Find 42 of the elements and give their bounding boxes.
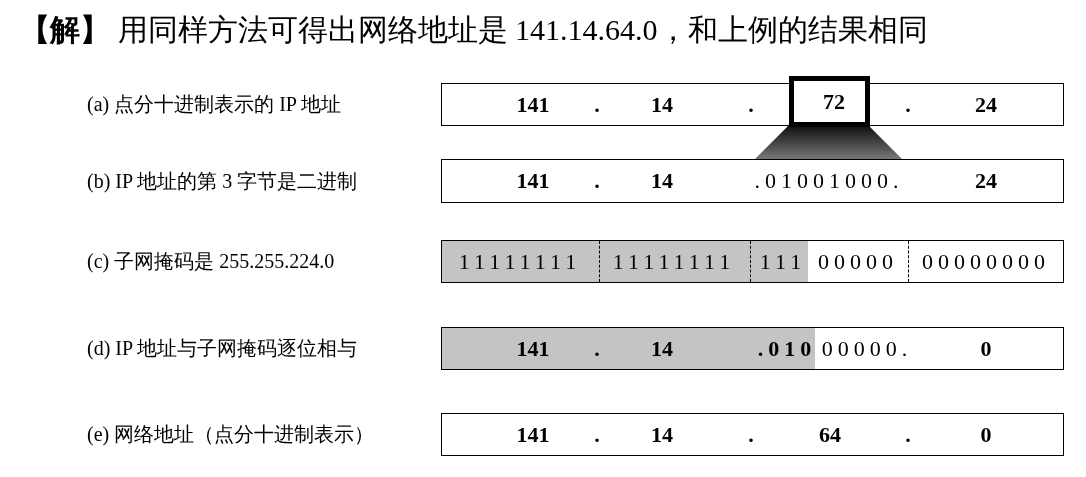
projection-shape [755, 126, 902, 159]
address-value: 00000 [818, 250, 898, 273]
dot-separator: . [594, 423, 600, 446]
address-value: .01001000. [754, 170, 904, 192]
address-box [441, 159, 1064, 203]
address-box [441, 413, 1064, 456]
address-value: 141 [516, 337, 550, 360]
address-value: 64 [819, 423, 841, 446]
address-value: 0 [980, 423, 992, 446]
address-value: 00000. [821, 337, 913, 360]
address-value: 141 [516, 423, 550, 446]
address-value: 14 [651, 170, 673, 192]
address-value: 14 [651, 337, 673, 360]
dot-separator: . [748, 423, 754, 446]
address-value: 24 [975, 170, 997, 192]
address-value: 24 [975, 93, 997, 116]
row-label: (a) 点分十进制表示的 IP 地址 [87, 94, 342, 114]
row-label: (c) 子网掩码是 255.255.224.0 [87, 251, 335, 271]
address-value: 14 [651, 93, 673, 116]
highlight-box [789, 76, 870, 127]
dot-separator: . [748, 93, 754, 116]
address-box [441, 240, 1064, 283]
dot-separator: . [905, 423, 911, 446]
address-value: 141 [516, 93, 550, 116]
dot-separator: . [905, 93, 911, 116]
address-value: 111 [759, 250, 807, 273]
row-label: (d) IP 地址与子网掩码逐位相与 [87, 338, 358, 358]
address-box [441, 327, 1064, 370]
dot-separator: . [594, 170, 600, 192]
row-label: (e) 网络地址（点分十进制表示） [87, 424, 375, 444]
address-value: .010 [757, 337, 817, 360]
address-value: 11111111 [458, 250, 582, 273]
dot-separator: . [594, 337, 600, 360]
address-value: 0 [980, 337, 992, 360]
address-value: 11111111 [612, 250, 736, 273]
address-value: 00000000 [922, 250, 1050, 273]
address-value: 72 [823, 90, 845, 113]
address-value: 14 [651, 423, 673, 446]
row-label: (b) IP 地址的第 3 字节是二进制 [87, 171, 358, 191]
address-value: 141 [516, 170, 550, 192]
title: 【解】 用同样方法可得出网络地址是 141.14.64.0，和上例的结果相同 [20, 12, 928, 48]
dot-separator: . [594, 93, 600, 116]
